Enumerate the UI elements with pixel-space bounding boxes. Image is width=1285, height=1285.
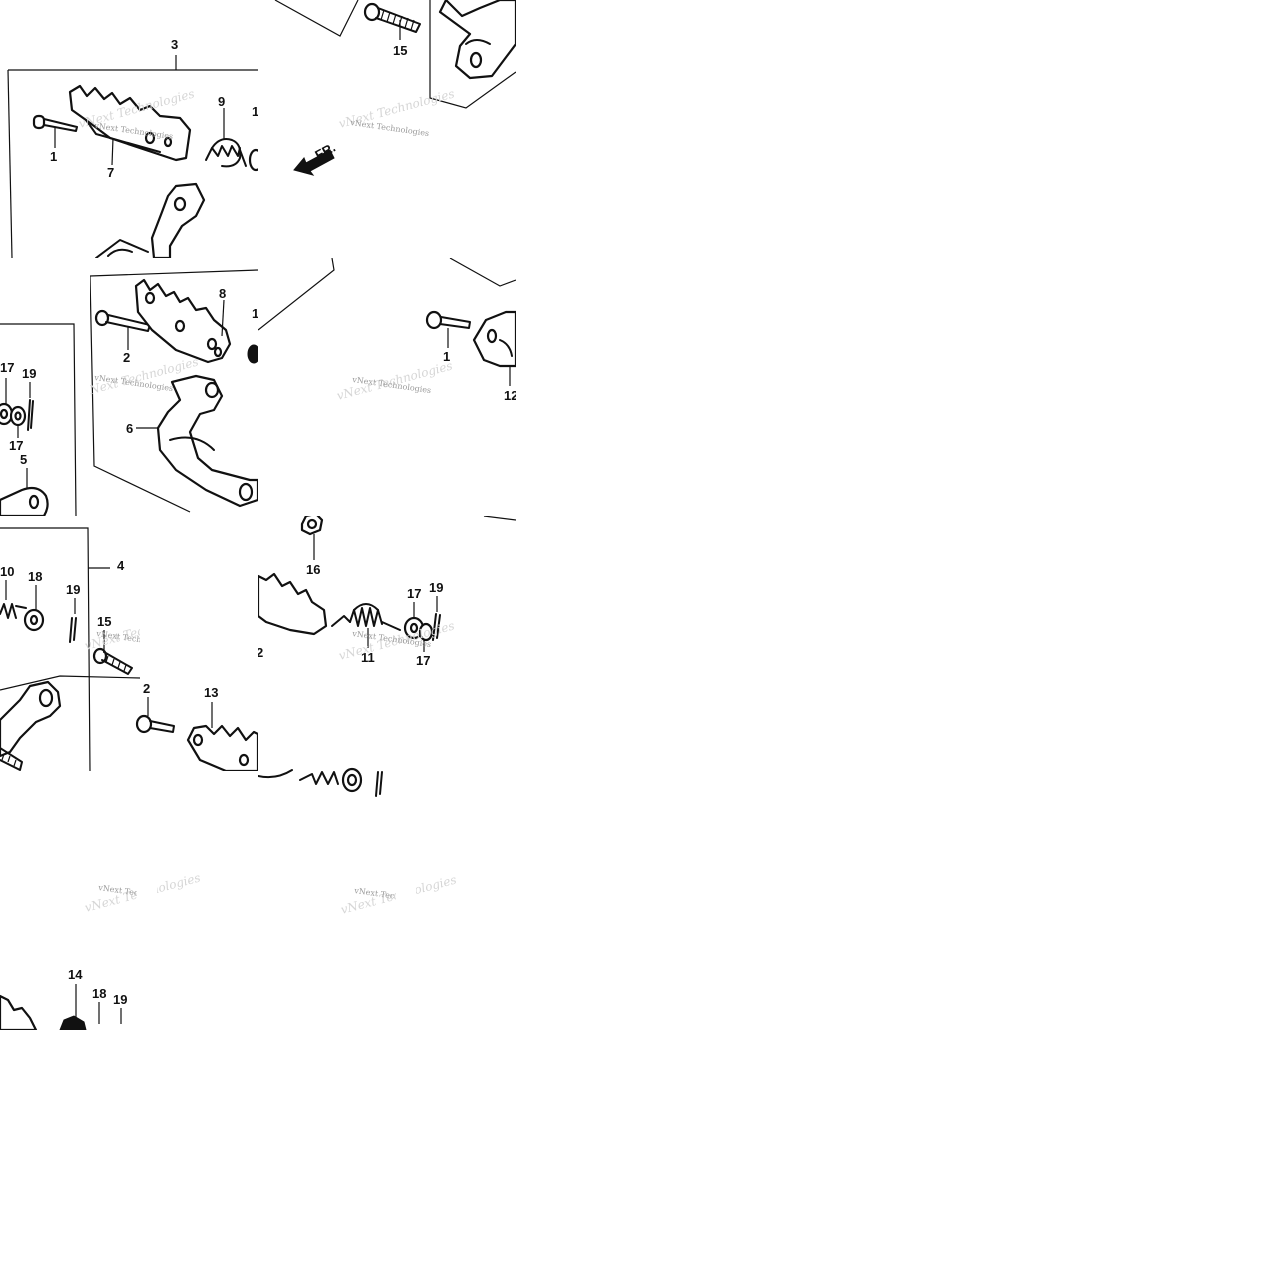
callout-4: 4 [117,558,125,573]
callout-13: 13 [204,685,218,700]
tile-footpeg-8: 2 8 1 6 vNext Technologies vNext Technol… [90,269,259,513]
step-bracket-part [0,680,62,771]
tile-washers-17: 17 19 17 5 [0,323,77,516]
callout-9: 9 [218,94,225,109]
callout-2: 2 [143,681,150,696]
bracket-part [0,486,49,516]
watermark-lower-right: vNext Technologies vNext Tec [330,870,458,920]
footpeg-part [68,84,192,162]
callout-14: 14 [68,967,83,982]
callout-1: 1 [50,149,57,164]
callout-17-lower: 17 [9,438,23,453]
tile-spring-10: 4 10 18 19 15 vNext Technolo [0,527,140,771]
clevis-pin-part [32,114,78,132]
callout-16: 16 [306,562,320,577]
torsion-spring-part [205,138,247,168]
flange-bolt-part [92,647,133,675]
callout-17: 17 [407,586,421,601]
step-bracket-part [156,374,258,508]
lock-nut-part [300,516,324,536]
footpeg-part [258,572,328,636]
tile-spring-11: 16 2 11 17 19 17 [256,516,516,797]
washer-part [403,616,434,642]
bracket-part [95,182,206,258]
callout-17: 17 [0,360,14,375]
callout-3: 3 [171,37,178,52]
callout-6: 6 [126,421,133,436]
callout-edge-12: 12 [504,388,518,403]
callout-8: 8 [219,286,226,301]
callout-7: 7 [107,165,114,180]
callout-10: 10 [0,564,14,579]
callout-5: 5 [20,452,27,467]
frame-mount-part [438,0,516,80]
tile-pin-1: 1 12 vNext Technologies vNext Technologi… [258,258,518,403]
callout-11: 11 [361,650,375,665]
callout-19: 19 [429,580,443,595]
washer-part [0,402,27,427]
tile-spring-14: 14 18 19 [0,967,127,1030]
callout-15: 15 [97,614,111,629]
callout-15: 15 [393,43,407,58]
watermark-lower-left: vNext Technologies vNext Tec [70,870,202,920]
flange-bolt-part [363,2,421,33]
torsion-spring-part [0,603,27,619]
tile-footpeg-7: 3 1 7 9 1 [7,37,259,258]
callout-1: 1 [443,349,450,364]
lower-hardware-part [258,767,383,797]
torsion-spring-part [59,1015,87,1030]
callout-18: 18 [28,569,42,584]
watermark: vNext Technologies [349,118,430,138]
callout-18: 18 [92,986,106,1001]
callout-2: 2 [123,350,130,365]
callout-19: 19 [22,366,36,381]
callout-edge-1: 1 [252,306,259,321]
clevis-pin-part [135,714,175,734]
tile-bolt-15: 15 FR. vNext Technologies vNext Technolo… [274,0,516,176]
callout-edge-2: 2 [256,645,263,660]
torsion-spring-part [331,603,401,631]
callout-19: 19 [66,582,80,597]
washer-part [23,608,45,632]
callout-19: 19 [113,992,127,1007]
footpeg-part [134,278,232,364]
mount-plate-part [472,310,516,368]
callout-17-lower: 17 [416,653,430,668]
callout-edge-1: 1 [252,104,259,119]
footpeg-part [186,724,258,771]
clevis-pin-part [425,310,471,330]
footpeg-part [0,994,38,1030]
front-direction-arrow: FR. [293,140,338,176]
tile-footpeg-13: 2 13 [135,681,258,771]
clevis-pin-part [94,309,151,332]
